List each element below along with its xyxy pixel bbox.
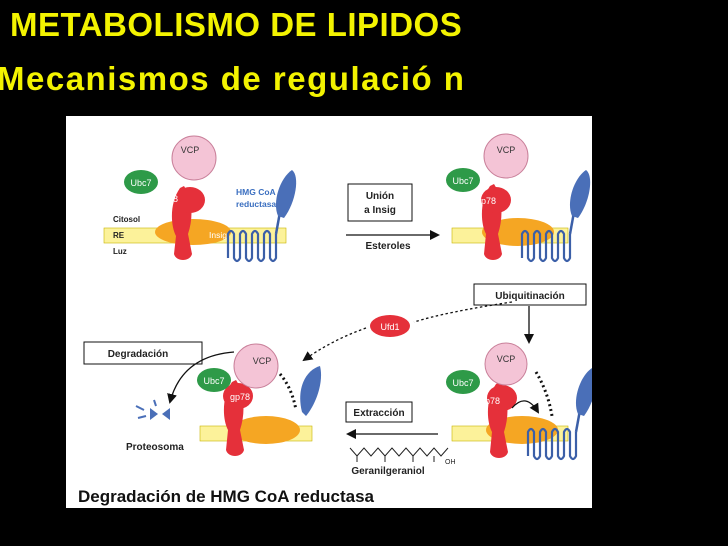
ubc7-label: Ubc7 <box>130 178 151 188</box>
vcp-shape <box>171 135 217 181</box>
vcp-label: VCP <box>497 145 516 155</box>
hmgcoa-label: HMG CoA <box>236 187 276 197</box>
ubc7-shape <box>197 368 231 392</box>
vcp-label: VCP <box>181 145 200 155</box>
insig-binding-label: Unión <box>366 191 394 202</box>
slide-subtitle: Mecanismos de regulació n <box>0 60 466 97</box>
diagram-panel: Ubc7 VCP gp78 Insig HMG CoA reductasa Ci… <box>66 116 592 508</box>
vcp-label: VCP <box>497 354 516 364</box>
gp78-label: gp78 <box>158 194 178 204</box>
proteasome-icon <box>135 399 170 420</box>
insig-label: Insig <box>209 230 227 240</box>
gp78-label: gp78 <box>480 396 500 406</box>
vcp-shape <box>484 342 528 386</box>
hmgcoa-label-2: reductasa <box>236 199 276 209</box>
extraction-box <box>345 401 413 423</box>
extraction-label: Extracción <box>353 408 404 419</box>
hmgcoa-extracted-shape <box>300 366 322 416</box>
geranylgeraniol-structure <box>349 447 449 457</box>
cytosol-label: Citosol <box>113 215 140 224</box>
complex-top-left: Ubc7 VCP gp78 Insig <box>124 135 298 263</box>
insig-shape <box>232 416 300 444</box>
extraction-curve-arrow <box>511 400 540 414</box>
ubiquitin-chain <box>278 373 298 411</box>
ubc7-label: Ubc7 <box>452 176 473 186</box>
ubc7-label: Ubc7 <box>452 378 473 388</box>
slide-title: METABOLISMO DE LIPIDOS <box>10 6 463 43</box>
ubiquitination-box <box>473 283 587 306</box>
insig-binding-box <box>347 183 413 222</box>
degradation-box <box>83 341 203 365</box>
degradation-arrow <box>167 351 235 404</box>
vcp-label: VCP <box>253 356 272 366</box>
ubc7-shape <box>124 170 158 194</box>
ufd1-label: Ufd1 <box>380 322 399 332</box>
ubc7-shape <box>446 168 480 192</box>
degradation-label: Degradación <box>108 349 169 360</box>
ufd1-shape <box>370 315 410 337</box>
geranylgeraniol-label: Geranilgeraniol <box>351 466 425 477</box>
proteasome-label: Proteosoma <box>126 442 184 453</box>
lumen-label: Luz <box>113 247 127 256</box>
complex-top-right: Ubc7 VCP gp78 <box>446 133 592 263</box>
complex-bottom-right: Ubc7 VCP gp78 <box>446 342 592 461</box>
gp78-label: gp78 <box>230 392 250 402</box>
er-label: RE <box>113 231 125 240</box>
oh-label: OH <box>445 459 456 466</box>
vcp-shape <box>483 133 529 179</box>
ubiquitin-chain <box>534 371 554 417</box>
sterols-label: Esteroles <box>365 241 410 252</box>
gp78-label: gp78 <box>476 196 496 206</box>
ubiquitination-label: Ubiquitinación <box>495 291 564 302</box>
ufd1-to-complex-arrow <box>302 327 367 362</box>
insig-binding-label-2: a Insig <box>364 205 396 216</box>
ubc7-shape <box>446 370 480 394</box>
regulation-diagram: Ubc7 VCP gp78 Insig HMG CoA reductasa Ci… <box>78 133 592 506</box>
ubc7-label: Ubc7 <box>203 376 224 386</box>
complex-bottom-left: Ubc7 VCP gp78 <box>197 343 322 456</box>
vcp-shape <box>233 343 279 389</box>
diagram-footer-title: Degradación de HMG CoA reductasa <box>78 487 375 506</box>
